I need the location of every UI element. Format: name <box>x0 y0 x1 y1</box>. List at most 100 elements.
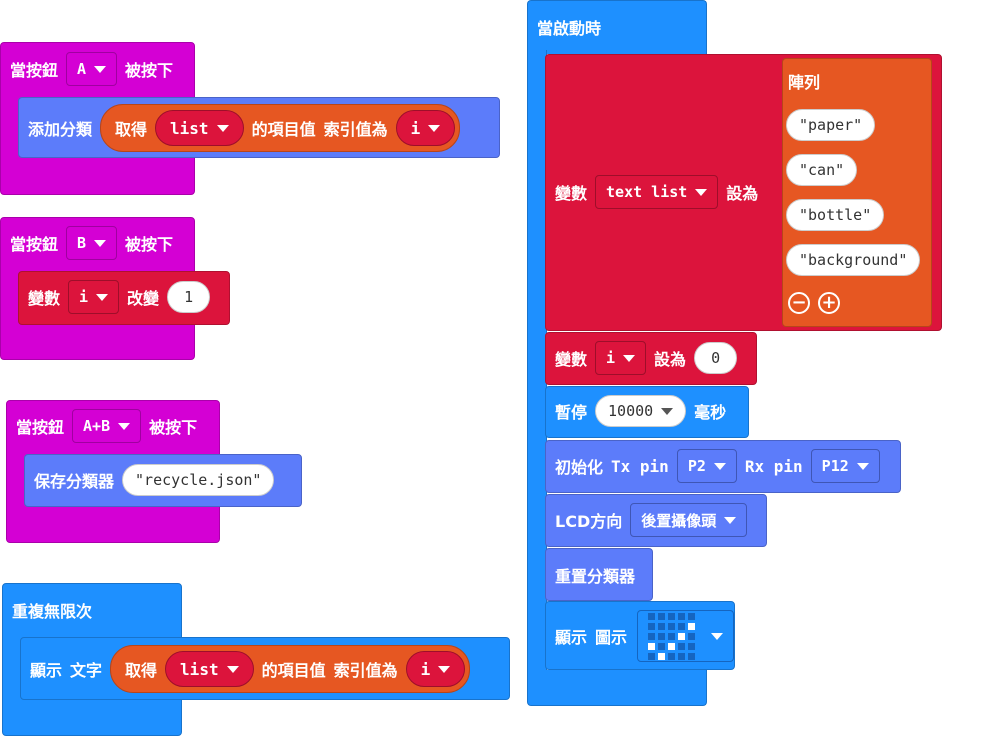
chevron-down-icon <box>856 462 869 470</box>
array-item[interactable]: "can" <box>786 154 858 186</box>
rx-label: Rx pin <box>744 456 803 476</box>
led-off <box>658 622 666 630</box>
unit-label: 毫秒 <box>694 403 727 422</box>
variable-label: 變數 <box>28 289 61 308</box>
led-off <box>648 612 656 620</box>
list-get-block[interactable]: 取得 list 的項目值 索引值為 i <box>110 645 471 693</box>
pressed-label: 被按下 <box>125 61 174 80</box>
forever-label: 重複無限次 <box>12 602 93 621</box>
rx-pin-dropdown[interactable]: P12 <box>810 449 880 483</box>
chevron-down-icon <box>226 665 239 673</box>
index-variable-dropdown[interactable]: i <box>405 651 466 687</box>
button-dropdown[interactable]: A+B <box>72 409 142 443</box>
icon-picker-dropdown[interactable] <box>637 610 735 662</box>
save-classifier-label: 保存分類器 <box>34 472 115 491</box>
list-get-block[interactable]: 取得 list 的項目值 索引值為 i <box>100 104 461 152</box>
chevron-down-icon <box>438 665 451 673</box>
index-variable-dropdown[interactable]: i <box>395 110 456 146</box>
led-off <box>678 652 686 660</box>
button-value: A+B <box>83 417 111 435</box>
array-item[interactable]: "paper" <box>786 109 876 141</box>
list-name: list <box>170 118 209 138</box>
on-start-footer <box>527 670 707 706</box>
variable-dropdown[interactable]: i <box>68 280 120 314</box>
list-variable-dropdown[interactable]: list <box>155 110 244 146</box>
tx-pin-dropdown[interactable]: P2 <box>676 449 737 483</box>
filename-input[interactable]: "recycle.json" <box>122 464 275 496</box>
variable-name: text list <box>606 183 688 201</box>
reset-classifier-block[interactable] <box>545 548 653 601</box>
pause-duration-dropdown[interactable]: 10000 <box>595 395 687 427</box>
set-label: 設為 <box>726 184 759 203</box>
variable-label: 變數 <box>555 350 588 369</box>
icon-label: 圖示 <box>595 628 628 647</box>
led-off <box>658 642 666 650</box>
when-label: 當按鈕 <box>10 61 59 80</box>
remove-item-icon[interactable]: − <box>788 292 810 314</box>
variable-dropdown[interactable]: text list <box>595 175 719 209</box>
led-off <box>678 642 686 650</box>
init-label: 初始化 <box>555 458 604 477</box>
chevron-down-icon <box>623 354 636 362</box>
on-start-label: 當啟動時 <box>537 19 602 38</box>
change-value-input[interactable]: 1 <box>167 281 211 313</box>
led-on <box>678 632 686 640</box>
set-label: 設為 <box>654 350 687 369</box>
led-off <box>648 652 656 660</box>
on-start-block[interactable] <box>527 0 707 54</box>
index-name: i <box>410 118 421 138</box>
add-item-icon[interactable]: + <box>818 292 840 314</box>
led-on <box>668 642 676 650</box>
led-on <box>658 652 666 660</box>
button-value: A <box>77 60 87 78</box>
led-on <box>688 622 696 630</box>
variable-name: i <box>606 349 616 367</box>
index-name: i <box>420 659 431 679</box>
button-value: B <box>77 234 87 252</box>
led-off <box>678 622 686 630</box>
when-label: 當按鈕 <box>16 418 65 437</box>
chevron-down-icon <box>428 124 441 132</box>
array-block[interactable] <box>782 58 932 327</box>
lcd-label: LCD方向 <box>555 512 623 531</box>
pressed-label: 被按下 <box>125 235 174 254</box>
show-label: 顯示 <box>555 628 588 647</box>
led-off <box>668 612 676 620</box>
chevron-down-icon <box>711 632 724 640</box>
array-item[interactable]: "background" <box>786 244 921 276</box>
get-label: 取得 <box>115 120 148 139</box>
item-label: 的項目值 <box>251 120 316 139</box>
chevron-down-icon <box>713 462 726 470</box>
show-label: 顯示 <box>30 661 63 680</box>
led-off <box>678 612 686 620</box>
lcd-direction-dropdown[interactable]: 後置攝像頭 <box>630 503 748 537</box>
on-start-body <box>527 50 547 675</box>
list-variable-dropdown[interactable]: list <box>165 651 254 687</box>
chevron-down-icon <box>118 422 131 430</box>
text-label: 文字 <box>70 661 103 680</box>
chevron-down-icon <box>94 239 107 247</box>
chevron-down-icon <box>96 293 109 301</box>
led-off <box>688 632 696 640</box>
chevron-down-icon <box>94 65 107 73</box>
get-label: 取得 <box>125 661 158 680</box>
led-off <box>668 632 676 640</box>
pause-block[interactable] <box>545 386 749 438</box>
change-label: 改變 <box>127 289 160 308</box>
index-label: 索引值為 <box>333 661 398 680</box>
array-item[interactable]: "bottle" <box>786 199 885 231</box>
set-value-input[interactable]: 0 <box>694 342 738 374</box>
led-off <box>648 632 656 640</box>
button-dropdown[interactable]: B <box>66 226 118 260</box>
tx-value: P2 <box>687 457 706 475</box>
array-label: 陣列 <box>788 73 821 92</box>
variable-dropdown[interactable]: i <box>595 341 647 375</box>
button-dropdown[interactable]: A <box>66 52 118 86</box>
tx-label: Tx pin <box>611 456 669 476</box>
pause-label: 暫停 <box>555 403 588 422</box>
pause-value: 10000 <box>608 402 654 420</box>
pressed-label: 被按下 <box>149 418 198 437</box>
led-off <box>688 642 696 650</box>
item-label: 的項目值 <box>261 661 326 680</box>
variable-name: i <box>79 288 89 306</box>
